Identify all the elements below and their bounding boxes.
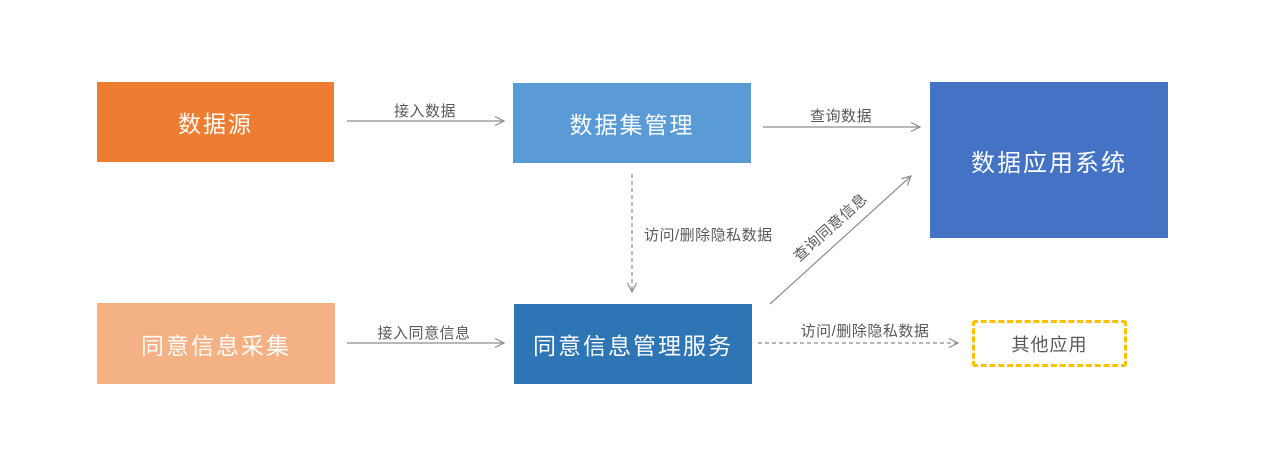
node-data-application-system-label: 数据应用系统	[971, 149, 1127, 177]
node-data-source-label: 数据源	[178, 111, 253, 137]
node-consent-management-service-label: 同意信息管理服务	[533, 333, 733, 359]
node-dataset-management-label: 数据集管理	[569, 112, 695, 138]
node-other-applications: 其他应用	[972, 320, 1127, 367]
node-data-source: 数据源	[97, 82, 334, 162]
edge-label-query-data: 查询数据	[809, 108, 873, 125]
edge-label-access-data: 接入数据	[393, 103, 457, 120]
edge-query-consent-info-diagonal-arrow	[769, 175, 912, 305]
node-other-applications-label: 其他应用	[1011, 334, 1088, 355]
edge-label-access-delete-private-data-down: 访问/删除隐私数据	[644, 227, 773, 244]
node-dataset-management: 数据集管理	[513, 83, 751, 163]
node-consent-management-service: 同意信息管理服务	[514, 304, 752, 384]
node-consent-info-collection-label: 同意信息采集	[141, 332, 291, 359]
edge-label-access-delete-private-data-right: 访问/删除隐私数据	[800, 323, 930, 340]
node-consent-info-collection: 同意信息采集	[97, 303, 335, 384]
edge-label-access-consent-info: 接入同意信息	[377, 325, 471, 342]
node-data-application-system: 数据应用系统	[930, 82, 1168, 238]
